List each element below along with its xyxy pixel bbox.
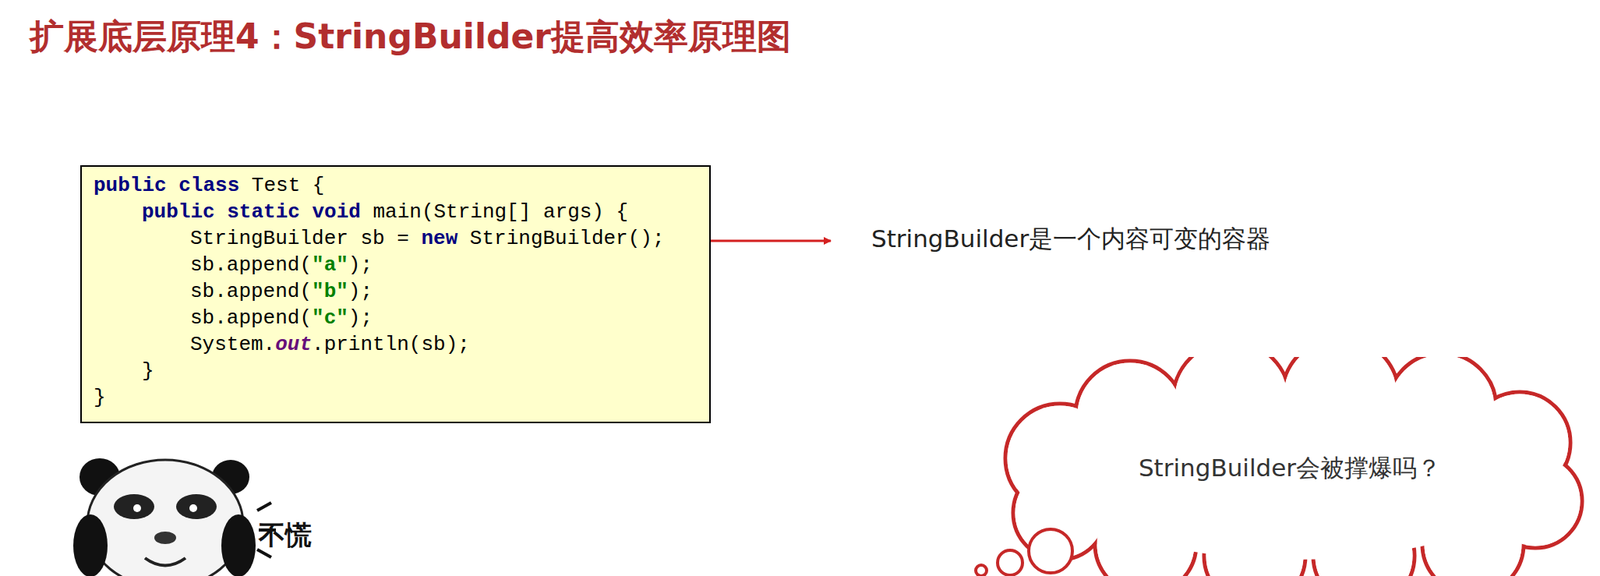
- code-line: sb.append("c");: [93, 304, 699, 332]
- note-text: StringBuilder是一个内容可变的容器: [871, 222, 1271, 256]
- meme-caption: 不慌: [258, 517, 312, 554]
- code-line: sb.append("a");: [93, 251, 699, 279]
- code-box: public class Test {public static void ma…: [80, 165, 711, 424]
- thought-cloud: StringBuilder会被撑爆吗？: [974, 356, 1600, 576]
- code-line: }: [93, 384, 699, 411]
- thought-bubble: [975, 565, 987, 576]
- panda-meme: [73, 458, 276, 576]
- code-line: sb.append("b");: [93, 278, 699, 305]
- slide-title: 扩展底层原理4：StringBuilder提高效率原理图: [29, 14, 792, 61]
- cloud-text: StringBuilder会被撑爆吗？: [1044, 452, 1536, 485]
- code-line: }: [93, 357, 699, 385]
- thought-bubble: [1028, 529, 1073, 573]
- code-line: StringBuilder sb = new StringBuilder();: [93, 225, 699, 252]
- thought-bubble: [997, 550, 1023, 576]
- code-line: public class Test {: [93, 172, 699, 199]
- pointer-arrow: [690, 240, 831, 243]
- code-line: public static void main(String[] args) {: [93, 198, 699, 226]
- code-line: System.out.println(sb);: [93, 331, 699, 358]
